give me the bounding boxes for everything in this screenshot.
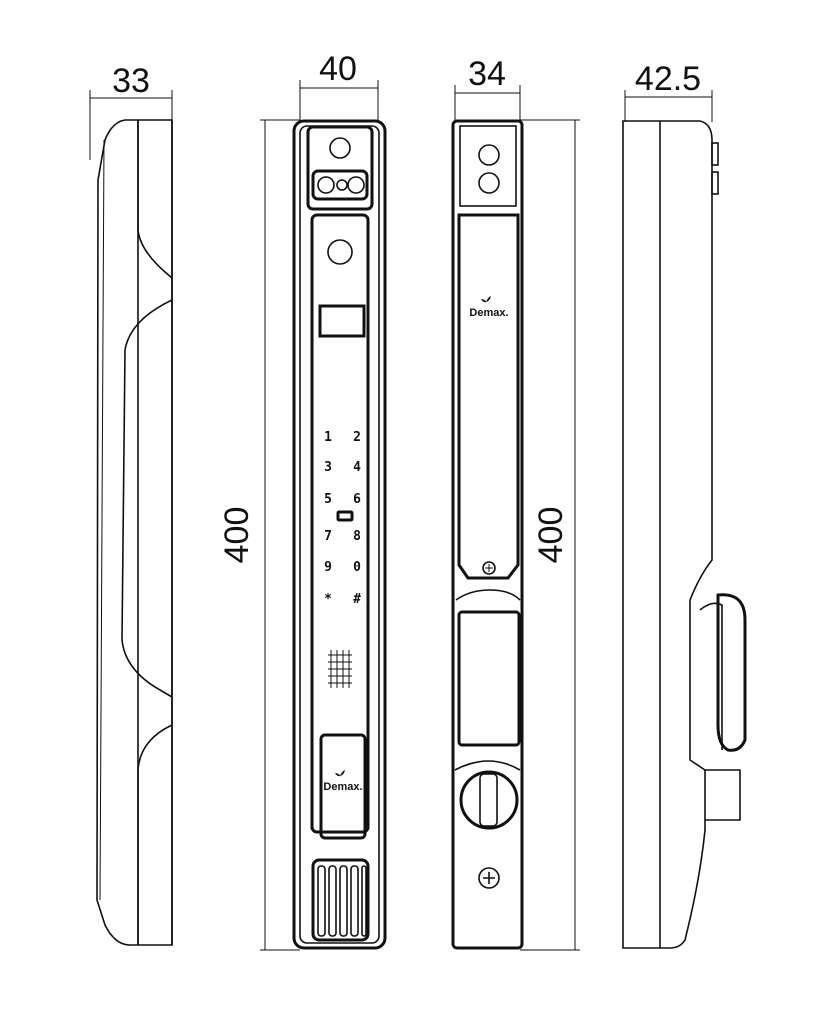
screw-icon	[482, 561, 496, 575]
dimension-back-width: 34	[454, 55, 521, 122]
key-8[interactable]: 8	[353, 529, 361, 544]
camera-lens-icon	[329, 137, 351, 159]
thumb-turn-knob[interactable]	[459, 770, 519, 830]
dimension-front-width: 40	[299, 50, 379, 122]
speaker-grille-icon	[328, 650, 352, 688]
card-reader-icon	[336, 510, 354, 522]
screw-icon	[478, 867, 500, 889]
dimension-label: 400	[218, 507, 256, 564]
dimension-back-height: 400	[520, 119, 580, 951]
display-screen	[318, 304, 366, 338]
key-7[interactable]: 7	[324, 529, 332, 544]
battery-cover	[457, 213, 520, 580]
leaf-icon	[335, 770, 345, 777]
inner-handle	[457, 610, 521, 747]
key-star[interactable]: *	[324, 592, 332, 607]
dimension-label: 33	[112, 62, 150, 100]
handle-area	[319, 733, 367, 840]
dimension-label: 34	[468, 55, 506, 93]
back-view: 34 400 Demax.	[451, 55, 580, 951]
leaf-icon	[481, 296, 491, 303]
side-view-right: 42.5	[622, 60, 747, 949]
front-view: 40 400 1 2 3 4 5 6 7 8	[218, 50, 387, 951]
key-6[interactable]: 6	[353, 492, 361, 507]
brand-logo: Demax.	[469, 307, 508, 319]
peephole-icon	[327, 239, 353, 265]
dimension-side-left-depth: 33	[89, 62, 173, 160]
dimension-label: 400	[532, 507, 570, 564]
camera-module	[306, 125, 374, 211]
key-3[interactable]: 3	[324, 460, 332, 475]
dimension-label: 42.5	[635, 60, 701, 98]
bottom-vent	[311, 858, 370, 942]
dimension-side-right-depth: 42.5	[624, 60, 713, 122]
key-2[interactable]: 2	[353, 430, 361, 445]
key-4[interactable]: 4	[353, 460, 361, 475]
dimension-label: 40	[319, 50, 357, 88]
key-9[interactable]: 9	[324, 560, 332, 575]
key-1[interactable]: 1	[324, 430, 332, 445]
key-hash[interactable]: #	[353, 592, 361, 607]
dimension-front-height: 400	[218, 119, 300, 951]
side-view-left: 33	[89, 62, 173, 946]
brand-logo: Demax.	[323, 781, 362, 793]
handle-profile	[716, 593, 747, 752]
keypad: 1 2 3 4 5 6 7 8 9 0 * #	[324, 430, 361, 607]
key-0[interactable]: 0	[353, 560, 361, 575]
key-5[interactable]: 5	[324, 492, 332, 507]
